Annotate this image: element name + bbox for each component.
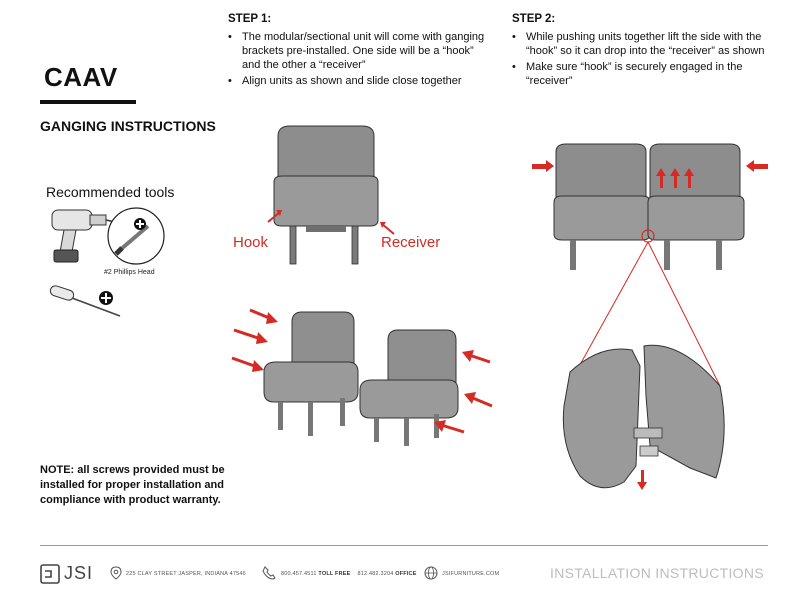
footer-brand: JSI	[64, 563, 94, 583]
phillips-bit-magnifier	[107, 207, 165, 265]
hook-callout: Hook	[233, 234, 269, 251]
warranty-note: NOTE: all screws provided must be instal…	[40, 464, 225, 506]
step2-bullet: While pushing units together lift the si…	[512, 30, 768, 58]
step1-bullet: Align units as shown and slide close tog…	[228, 74, 488, 88]
location-pin-icon	[110, 566, 122, 580]
receiver-arrow-icon	[380, 222, 395, 235]
phillips-head-label: #2 Phillips Head	[104, 269, 155, 276]
screwdriver-illustration	[49, 285, 121, 317]
chair-front-illustration	[273, 125, 379, 265]
recommended-tools-label: Recommended tools	[46, 184, 175, 200]
footer-phones: 800.457.4511 TOLL FREE 812.482.3204 OFFI…	[281, 571, 417, 577]
step2-heading: STEP 2:	[512, 13, 556, 25]
toll-free-label: TOLL FREE	[318, 571, 351, 577]
product-title: CAAV	[44, 62, 118, 92]
footer-phone-office: 812.482.3204	[357, 571, 394, 577]
phone-icon	[262, 566, 276, 580]
footer-phone-toll-free: 800.457.4511	[281, 571, 317, 577]
globe-icon	[424, 566, 438, 580]
step1-bullet: The modular/sectional unit will come wit…	[228, 30, 488, 72]
hook-arrow-icon	[267, 210, 282, 223]
footer-divider	[40, 545, 768, 546]
office-label: OFFICE	[395, 571, 417, 577]
jsi-logo-icon	[40, 564, 60, 584]
title-underline	[40, 100, 136, 104]
chairs-joined-illustration	[532, 143, 768, 270]
section-subtitle: GANGING INSTRUCTIONS	[40, 118, 216, 134]
chairs-aligning-illustration	[231, 308, 493, 446]
receiver-callout: Receiver	[381, 234, 441, 251]
step1-bullet-list: The modular/sectional unit will come wit…	[228, 30, 488, 90]
footer-address: 225 CLAY STREET JASPER, INDIANA 47546	[126, 571, 246, 577]
step2-bullet-list: While pushing units together lift the si…	[512, 30, 768, 90]
hook-receiver-detail-illustration	[562, 241, 725, 490]
step1-heading: STEP 1:	[228, 13, 272, 25]
step2-bullet: Make sure “hook” is securely engaged in …	[512, 60, 768, 88]
installation-instructions-label: INSTALLATION INSTRUCTIONS	[550, 565, 764, 581]
footer-website[interactable]: JSIFURNITURE.COM	[442, 571, 500, 577]
phillips-head-icon	[99, 291, 113, 305]
